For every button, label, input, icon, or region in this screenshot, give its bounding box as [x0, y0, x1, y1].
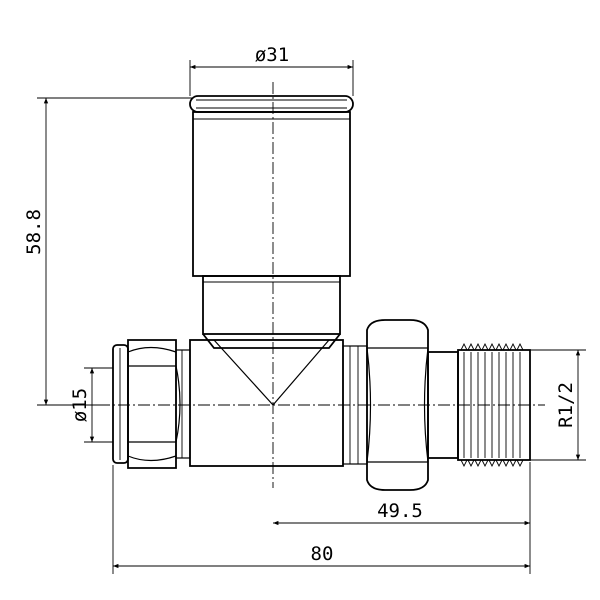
thread-ridge: [509, 342, 517, 351]
thread-ridge: [495, 342, 503, 351]
thread-ridge: [502, 459, 510, 468]
left-nut-collar: [175, 349, 191, 459]
stem-body: [202, 275, 341, 335]
thread-ridge: [516, 459, 524, 468]
thread-ridge: [460, 459, 468, 468]
thread-ridge: [474, 342, 482, 351]
thread-ridge: [488, 459, 496, 468]
thread-ridge: [467, 459, 475, 468]
dim-overall-length: 80: [112, 465, 531, 574]
thread-ridge: [488, 342, 496, 351]
dim-inlet-diameter: ø15: [69, 367, 113, 443]
head-body: [192, 111, 351, 277]
tee-block: [189, 339, 344, 467]
thread-ridge: [460, 342, 468, 351]
dim-offset: 49.5: [273, 462, 531, 530]
left-olive: [112, 344, 129, 464]
dim-thread: R1/2: [530, 349, 586, 461]
tee-body: [189, 339, 344, 467]
stem-bottom-chamfer: [202, 333, 341, 349]
height-label: 58.8: [23, 209, 45, 255]
right-union-nut: [342, 319, 429, 491]
offset-label: 49.5: [377, 500, 423, 522]
overall-length-label: 80: [311, 543, 334, 565]
left-nut-hex: [127, 339, 177, 469]
thread-ridge: [481, 459, 489, 468]
head-diameter-label: ø31: [255, 44, 289, 66]
thread-ridge: [495, 459, 503, 468]
thread-ridge: [481, 342, 489, 351]
valve-head: [189, 95, 354, 277]
head-cap-ring: [189, 95, 354, 113]
dim-head-diameter: ø31: [189, 44, 354, 96]
thread-label: R1/2: [555, 382, 577, 428]
left-compression-nut: [112, 339, 191, 469]
inlet-diameter-label: ø15: [69, 388, 91, 422]
centre-lines: [98, 82, 545, 488]
valve-stem: [202, 275, 341, 349]
thread-ridge: [474, 459, 482, 468]
thread-ridge: [502, 342, 510, 351]
thread-ridge: [467, 342, 475, 351]
thread-ridge: [509, 459, 517, 468]
thread-ridge: [516, 342, 524, 351]
union-nut-hex: [366, 319, 429, 491]
dim-height: 58.8: [23, 97, 192, 406]
